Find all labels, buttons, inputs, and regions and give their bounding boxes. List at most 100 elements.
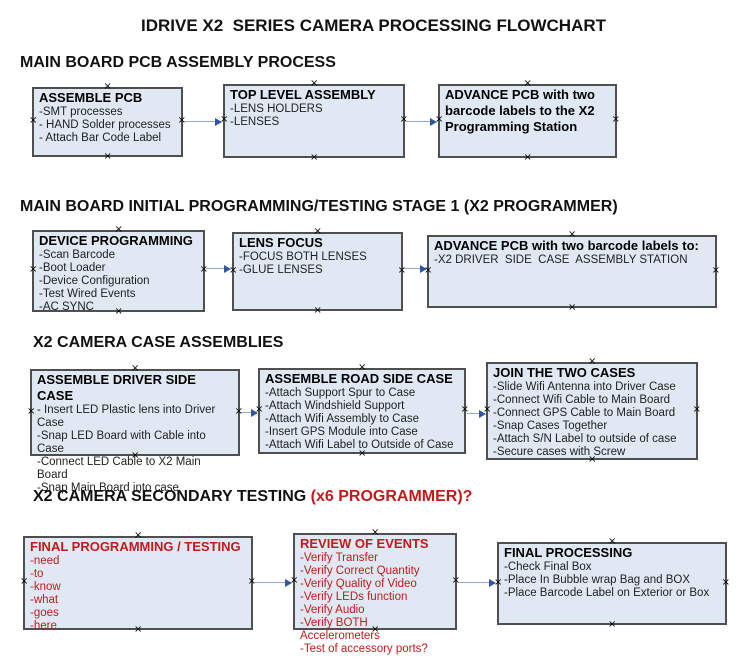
connection-point-icon [131,451,139,461]
flow-arrow [467,409,486,419]
box-title: ADVANCE PCB with two barcode labels to t… [445,87,599,134]
flow-arrow [458,578,496,588]
arrow-shaft [254,582,286,583]
box-item: -Attach Support Spur to Case [265,387,416,399]
box-title: ASSEMBLE PCB [39,90,143,105]
box-title: ADVANCE PCB with two barcode labels to: [434,238,699,253]
box-item: -Test of accessory ports? [300,643,428,655]
box-item: -Place Barcode Label on Exterior or Box [504,587,710,599]
box-item: -LENS HOLDERS [230,103,323,115]
flow-arrow [241,408,258,418]
box-title: FINAL PROGRAMMING / TESTING [30,539,241,554]
box-item: -Check Final Box [504,561,592,573]
flow-box-join-two-cases: JOIN THE TWO CASES -Slide Wifi Antenna i… [486,362,698,460]
box-title: REVIEW OF EVENTS [300,536,429,551]
box-item: - Insert LED Plastic lens into Driver Ca… [37,404,219,429]
box-item: -Test Wired Events [39,288,136,300]
connection-point-icon [104,152,112,162]
connection-point-icon [314,306,322,316]
connection-point-icon [588,455,596,465]
box-item: -X2 DRIVER SIDE CASE ASSEMBLY STATION [434,254,688,266]
arrow-head-icon [251,409,258,417]
box-item: -Connect LED Cable to X2 Main Board [37,456,204,481]
flow-arrow [406,117,437,127]
connection-point-icon [612,115,620,125]
box-item: -SMT processes [39,106,123,118]
arrow-head-icon [215,118,222,126]
box-item: - Attach Bar Code Label [39,132,162,144]
section-heading-pcb-assembly: MAIN BOARD PCB ASSEMBLY PROCESS [20,54,336,71]
arrow-shaft [458,582,490,583]
box-item: -AC SYNC [39,301,94,313]
box-title: JOIN THE TWO CASES [493,365,636,380]
box-item: -Verify Audio [300,604,365,616]
arrow-shaft [404,268,421,269]
connection-point-icon [608,620,616,630]
arrow-head-icon [489,579,496,587]
section-heading-text: X2 CAMERA SECONDARY TESTING [33,488,311,505]
box-item: -Verify Correct Quantity [300,565,420,577]
box-item: -Verify LEDs function [300,591,408,603]
box-item: -Verify BOTH Accelerometers [300,617,380,642]
flow-arrow [206,264,231,274]
section-heading-case-assemblies: X2 CAMERA CASE ASSEMBLIES [33,334,284,351]
connection-point-icon [588,357,596,367]
connection-point-icon [568,303,576,313]
flow-box-advance-pcb-driver-side: ADVANCE PCB with two barcode labels to: … [427,235,717,308]
box-title: ASSEMBLE ROAD SIDE CASE [265,371,453,386]
box-item: -GLUE LENSES [239,264,323,276]
connection-point-icon [27,407,35,417]
box-title: DEVICE PROGRAMMING [39,233,193,248]
box-title: LENS FOCUS [239,235,323,250]
connection-point-icon [115,225,123,235]
connection-point-icon [722,578,730,588]
flow-box-review-of-events: REVIEW OF EVENTS -Verify Transfer -Verif… [293,533,457,655]
box-item: -Secure cases with Screw [493,446,626,458]
connection-point-icon [310,79,318,89]
arrow-shaft [184,121,216,122]
connection-point-icon [608,537,616,547]
box-item: -Snap Cases Together [493,420,608,432]
box-item: -goes [30,607,59,619]
connection-point-icon [693,405,701,415]
box-item: -Place In Bubble wrap Bag and BOX [504,574,691,586]
connection-point-icon [20,577,28,587]
flow-box-final-processing: FINAL PROCESSING -Check Final Box -Place… [497,542,727,625]
arrow-head-icon [224,265,231,273]
section-heading-initial-programming: MAIN BOARD INITIAL PROGRAMMING/TESTING S… [20,198,618,215]
box-item: -Snap LED Board with Cable into Case [37,430,209,455]
connection-point-icon [310,153,318,163]
connection-point-icon [29,116,37,126]
box-item: -Verify Transfer [300,552,378,564]
connection-point-icon [358,363,366,373]
box-item: -Insert GPS Module into Case [265,426,418,438]
box-item: -FOCUS BOTH LENSES [239,251,367,263]
box-item: -need [30,555,60,567]
connection-point-icon [131,364,139,374]
box-item: -Snap Main Board into case [37,482,179,494]
flow-box-assemble-road-side-case: ASSEMBLE ROAD SIDE CASE -Attach Support … [258,368,466,454]
flow-box-advance-pcb-programming-station: ADVANCE PCB with two barcode labels to t… [438,84,617,158]
arrow-head-icon [285,579,292,587]
box-item: -know [30,581,61,593]
flow-box-device-programming: DEVICE PROGRAMMING -Scan Barcode -Boot L… [29,230,205,313]
flow-arrow [254,578,292,588]
section-heading-red-text: (x6 PROGRAMMER)? [310,488,473,505]
connection-point-icon [29,265,37,275]
box-title: TOP LEVEL ASSEMBLY [230,87,376,102]
section-heading-secondary-testing: X2 CAMERA SECONDARY TESTING (x6 PROGRAMM… [33,488,472,506]
connection-point-icon [712,266,720,276]
box-item: -LENSES [230,116,280,128]
box-item: -Verify Quality of Video [300,578,417,590]
box-item: - HAND Solder processes [39,119,171,131]
arrow-shaft [206,268,225,269]
box-item: -what [30,594,59,606]
box-item: -to [30,568,44,580]
flow-arrow [184,117,222,127]
box-item: -Scan Barcode [39,249,116,261]
box-item: -Boot Loader [39,262,106,274]
flow-box-top-level-assembly: TOP LEVEL ASSEMBLY -LENS HOLDERS -LENSES [223,84,405,158]
flow-box-final-programming-testing: FINAL PROGRAMMING / TESTING -need -to -k… [20,536,253,632]
arrow-head-icon [420,265,427,273]
